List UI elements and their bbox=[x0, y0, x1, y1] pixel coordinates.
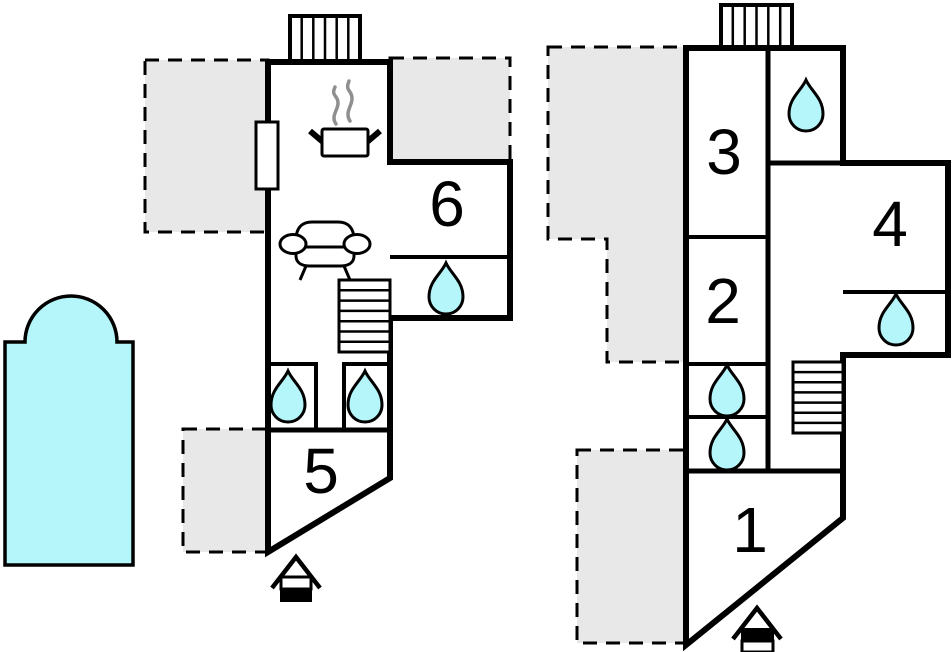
terrace-area bbox=[143, 58, 270, 234]
building-outline bbox=[683, 45, 951, 652]
window-icon bbox=[254, 120, 280, 191]
room-label-1: 1 bbox=[732, 494, 768, 566]
pool-icon bbox=[3, 294, 135, 567]
chimney-icon bbox=[719, 3, 794, 50]
room-label-6: 6 bbox=[429, 168, 465, 240]
room-label-3: 3 bbox=[706, 116, 742, 188]
chimney-icon bbox=[288, 14, 362, 64]
terrace-area bbox=[546, 45, 688, 364]
stove-icon bbox=[308, 79, 382, 158]
terrace-area bbox=[181, 427, 270, 554]
room-label-2: 2 bbox=[705, 265, 741, 337]
room-label-5: 5 bbox=[303, 435, 339, 507]
sofa-icon bbox=[278, 220, 372, 281]
plan-right: 3 2 4 1 bbox=[546, 3, 951, 652]
terrace-area bbox=[575, 448, 688, 645]
entrance-house-icon bbox=[270, 553, 322, 602]
terrace-area bbox=[388, 56, 512, 164]
plan-left: 6 5 bbox=[3, 14, 513, 602]
stairs-icon bbox=[791, 360, 845, 435]
stairs-icon bbox=[337, 278, 392, 354]
entrance-house-icon bbox=[731, 604, 783, 652]
interior-wall bbox=[268, 362, 390, 430]
room-label-4: 4 bbox=[872, 188, 908, 260]
